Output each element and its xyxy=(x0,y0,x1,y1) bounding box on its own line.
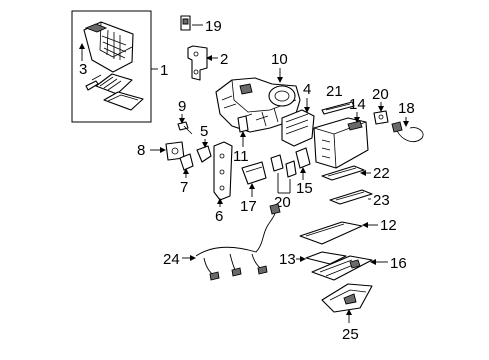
wire-harness-part-24 xyxy=(195,203,281,281)
seal-part-22 xyxy=(321,165,365,181)
callout-2: 2 xyxy=(220,51,228,68)
callout-16: 16 xyxy=(390,255,407,272)
callout-14: 14 xyxy=(349,96,366,113)
callout-9: 9 xyxy=(178,98,186,115)
screw-part xyxy=(85,74,102,91)
clip-part-20-middle xyxy=(270,154,297,178)
callout-3: 3 xyxy=(79,61,87,78)
callout-5: 5 xyxy=(200,123,208,140)
filter-door-part xyxy=(95,73,133,95)
callout-11: 11 xyxy=(233,148,249,165)
seal-part-23 xyxy=(329,189,373,205)
duct-part-25 xyxy=(321,283,373,313)
callout-24: 24 xyxy=(163,251,180,268)
hvac-case-part-10 xyxy=(215,77,301,133)
bracket-part-8 xyxy=(165,141,185,161)
actuator-part-11 xyxy=(237,115,249,133)
clip-part-19 xyxy=(180,15,191,31)
filter-tray-part xyxy=(103,91,144,111)
callout-7: 7 xyxy=(180,179,188,196)
callout-12: 12 xyxy=(380,217,397,234)
clip-part-5 xyxy=(196,145,212,163)
callout-1: 1 xyxy=(160,62,168,79)
callout-23: 23 xyxy=(373,192,390,209)
duct-part-7 xyxy=(179,153,194,171)
duct-part-13 xyxy=(305,251,347,265)
callout-4: 4 xyxy=(303,81,311,98)
callout-13: 13 xyxy=(279,251,296,268)
bracket-part-6 xyxy=(213,141,233,201)
callout-15: 15 xyxy=(296,180,313,197)
callout-25: 25 xyxy=(342,326,359,343)
evaporator-case-part-14 xyxy=(313,117,369,169)
callout-6: 6 xyxy=(215,208,223,225)
callout-10: 10 xyxy=(271,51,288,68)
duct-part-16 xyxy=(311,255,373,281)
callout-19: 19 xyxy=(205,18,222,35)
actuator-part-17 xyxy=(241,161,267,185)
clip-part-20-right xyxy=(373,110,389,125)
callout-21: 21 xyxy=(326,83,343,100)
duct-part-15 xyxy=(295,147,311,169)
bracket-part-2 xyxy=(187,45,208,81)
heater-core-part-4 xyxy=(281,109,315,147)
seal-strip-part-21 xyxy=(321,101,355,115)
callout-17: 17 xyxy=(240,198,257,215)
callout-18: 18 xyxy=(398,100,415,117)
callout-20a: 20 xyxy=(372,86,389,103)
sensor-part-9 xyxy=(177,121,193,135)
filter-housing-part xyxy=(83,21,134,73)
wiring-part-18 xyxy=(391,121,424,142)
callout-22: 22 xyxy=(373,165,390,182)
duct-part-12 xyxy=(299,221,363,245)
callout-8: 8 xyxy=(137,142,145,159)
